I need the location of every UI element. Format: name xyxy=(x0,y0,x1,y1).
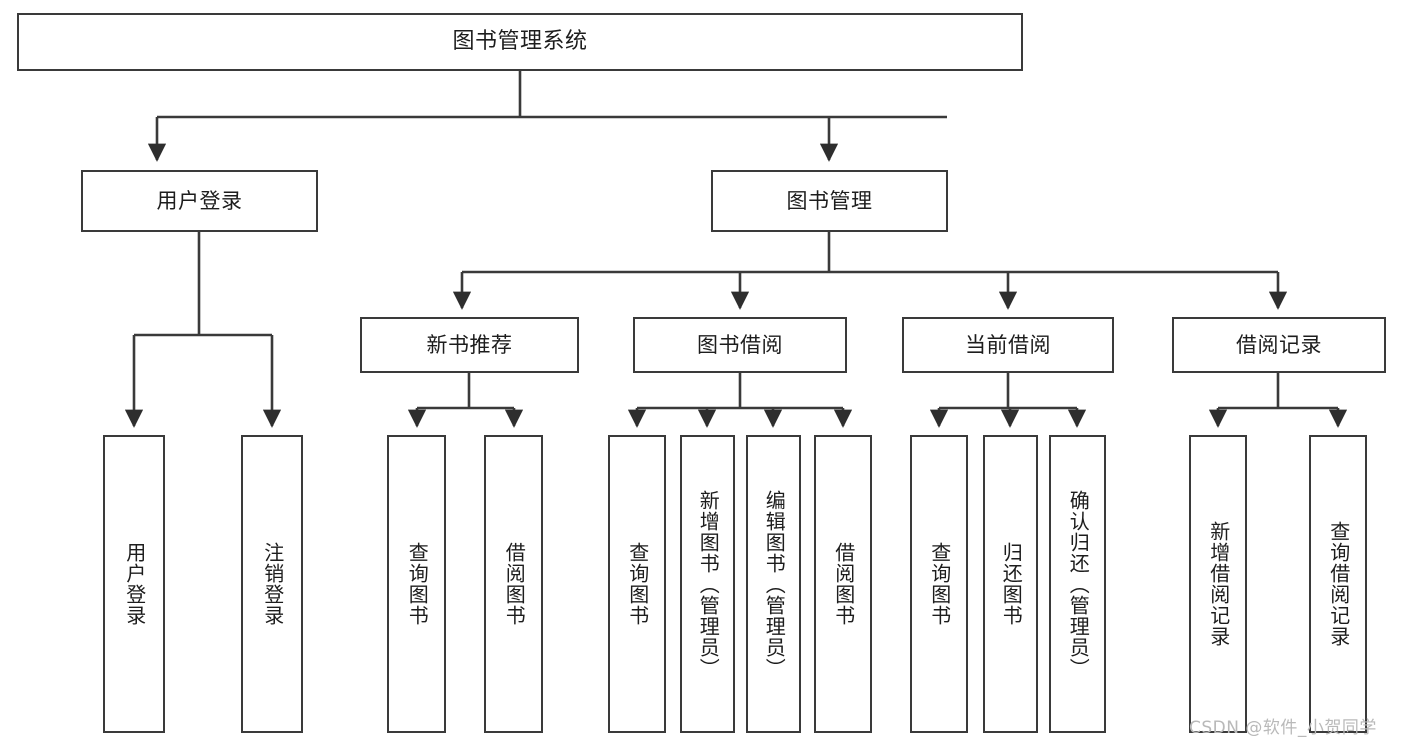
node-leaf-query-book-current[interactable]: 查询图书 xyxy=(910,435,968,733)
node-level2-current-borrow[interactable]: 当前借阅 xyxy=(902,317,1114,373)
node-label: 当前借阅 xyxy=(965,332,1051,357)
node-label: 新书推荐 xyxy=(426,332,513,357)
node-level2-new-book-recommend[interactable]: 新书推荐 xyxy=(360,317,579,373)
node-level1-book-management[interactable]: 图书管理 xyxy=(711,170,948,232)
node-leaf-return-book[interactable]: 归还图书 xyxy=(983,435,1038,733)
node-label: 借阅图书 xyxy=(502,542,527,626)
node-label: 归还图书 xyxy=(999,542,1024,626)
node-leaf-logout[interactable]: 注销登录 xyxy=(241,435,303,733)
node-leaf-confirm-return-admin[interactable]: 确认归还（管理员） xyxy=(1049,435,1106,733)
node-leaf-query-borrow-record[interactable]: 查询借阅记录 xyxy=(1309,435,1367,733)
csdn-watermark: CSDN @软件_小贺同学 xyxy=(1189,718,1377,738)
node-label: 图书管理 xyxy=(786,188,873,213)
node-label: 图书管理系统 xyxy=(452,29,588,55)
node-label: 注销登录 xyxy=(260,542,285,626)
node-label: 查询图书 xyxy=(625,542,650,626)
node-label: 新增借阅记录 xyxy=(1206,521,1231,647)
node-label: 查询借阅记录 xyxy=(1326,521,1351,647)
node-level2-borrow-record[interactable]: 借阅记录 xyxy=(1172,317,1386,373)
node-root[interactable]: 图书管理系统 xyxy=(17,13,1023,71)
node-leaf-query-book-borrow[interactable]: 查询图书 xyxy=(608,435,666,733)
node-label: 图书借阅 xyxy=(697,332,783,357)
node-level2-book-borrow[interactable]: 图书借阅 xyxy=(633,317,847,373)
node-label: 借阅图书 xyxy=(831,542,856,626)
node-leaf-add-borrow-record[interactable]: 新增借阅记录 xyxy=(1189,435,1247,733)
node-leaf-query-book-recommend[interactable]: 查询图书 xyxy=(387,435,446,733)
node-leaf-borrow-book[interactable]: 借阅图书 xyxy=(814,435,872,733)
node-leaf-borrow-book-recommend[interactable]: 借阅图书 xyxy=(484,435,543,733)
node-label: 用户登录 xyxy=(122,542,147,626)
node-label: 编辑图书（管理员） xyxy=(762,489,787,679)
node-label: 新增图书（管理员） xyxy=(696,489,721,679)
node-label: 用户登录 xyxy=(156,188,243,213)
node-leaf-add-book-admin[interactable]: 新增图书（管理员） xyxy=(680,435,735,733)
node-label: 确认归还（管理员） xyxy=(1066,489,1091,679)
node-label: 查询图书 xyxy=(927,542,952,626)
node-leaf-user-login[interactable]: 用户登录 xyxy=(103,435,165,733)
node-level1-user-login[interactable]: 用户登录 xyxy=(81,170,318,232)
node-label: 借阅记录 xyxy=(1236,332,1322,357)
node-leaf-edit-book-admin[interactable]: 编辑图书（管理员） xyxy=(746,435,801,733)
node-label: 查询图书 xyxy=(405,542,430,626)
